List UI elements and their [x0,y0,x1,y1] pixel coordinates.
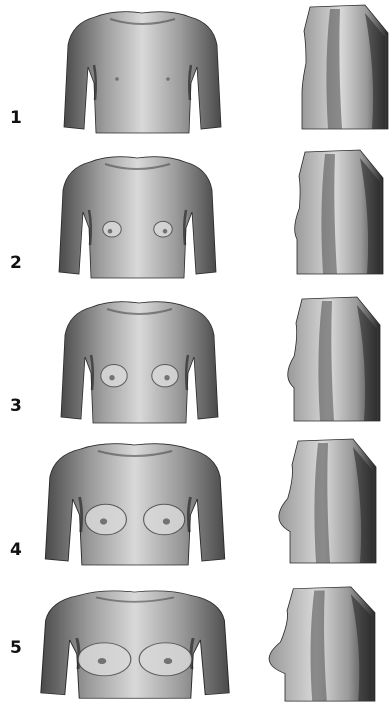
areola [115,77,119,81]
stage-row-1: 1 [0,0,390,141]
breast-mound [154,221,172,237]
front-torso-figure [50,150,225,280]
breast-mound [103,221,121,237]
areola [166,77,170,81]
areola [164,375,169,380]
areola [98,658,106,664]
side-torso-figure [262,585,377,703]
areola [163,229,168,234]
breast-mound [152,364,178,386]
front-torso-figure [55,5,230,135]
areola [164,658,172,664]
torso-silhouette [41,591,229,698]
front-torso-figure [30,585,240,700]
torso-silhouette [64,12,221,133]
stage-number-label: 2 [10,253,22,273]
torso-silhouette [61,302,218,423]
stage-row-2: 2 [0,145,390,286]
stage-row-5: 5 [0,580,390,721]
side-torso-figure [272,295,382,423]
side-torso-figure [275,148,385,276]
torso-silhouette [45,444,224,565]
torso-silhouette [59,157,216,278]
areola [100,518,107,524]
areola [108,229,113,234]
stage-number-label: 5 [10,638,22,658]
stage-row-4: 4 [0,432,390,573]
stage-row-3: 3 [0,290,390,431]
breast-mound [101,364,127,386]
areola [109,375,114,380]
tanner-stages-diagram: 1 2 3 4 5 [0,0,390,705]
stage-number-label: 4 [10,540,22,560]
side-torso-figure [268,437,378,565]
front-torso-figure [35,437,235,567]
front-torso-figure [52,295,227,425]
stage-number-label: 1 [10,108,22,128]
areola [163,518,170,524]
stage-number-label: 3 [10,396,22,416]
side-torso-figure [280,3,390,131]
